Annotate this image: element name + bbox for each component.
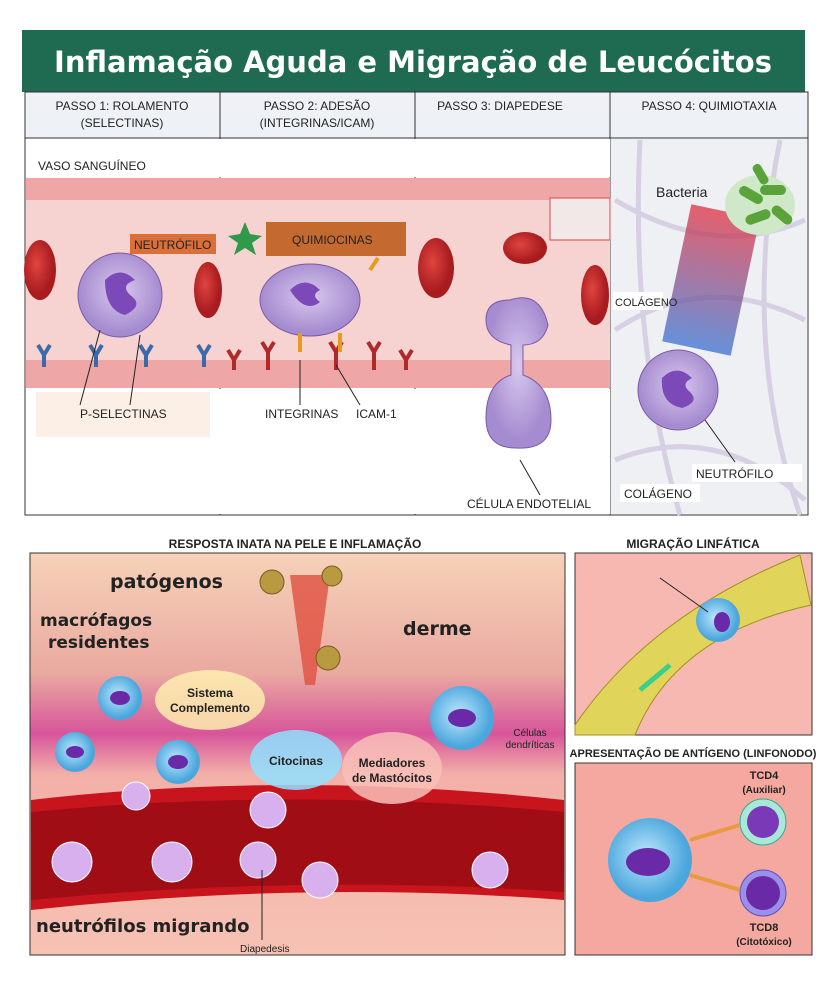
complement-label-1: Sistema <box>187 686 233 700</box>
chemotactic-gradient <box>662 204 760 356</box>
red-blood-cell <box>581 265 609 325</box>
bacteria-halo <box>725 175 795 235</box>
dendritic-cells <box>55 676 494 784</box>
selectin-receptors <box>36 343 212 367</box>
diapedesis-label: Diapedesis <box>240 944 289 955</box>
cytokines-label: Citocinas <box>269 754 323 768</box>
step3-title: PASSO 3: DIAPEDESE <box>437 99 563 113</box>
migration-arrow-icon <box>638 663 672 692</box>
step2-title: PASSO 2: ADESÃO <box>264 99 371 113</box>
dendritic-label-1: Células <box>513 728 546 739</box>
mast-label-2: de Mastócitos <box>352 771 432 785</box>
nucleus <box>105 272 137 315</box>
mast-cell-cloud <box>342 732 442 804</box>
innate-response-title: RESPOSTA INATA NA PELE E INFLAMAÇÃO <box>169 536 422 551</box>
pathogen-icons <box>259 565 343 671</box>
page-title: Inflamação Aguda e Migração de Leucócito… <box>54 45 772 79</box>
icam-label: ICAM-1 <box>356 407 397 421</box>
red-blood-cell <box>503 232 547 264</box>
chemokine-star-icon <box>228 222 262 255</box>
neutrophil-label: NEUTRÓFILO <box>134 237 211 252</box>
red-blood-cell <box>418 238 454 298</box>
dendritic-label-2: dendríticas <box>506 740 555 751</box>
nucleus <box>661 370 694 408</box>
integrins-label: INTEGRINAS <box>265 407 338 421</box>
bacteria-icon <box>739 163 793 225</box>
cytokines-cloud <box>250 730 342 790</box>
red-blood-cell <box>194 262 222 318</box>
collagen-label: COLÁGENO <box>615 296 678 309</box>
lymph-title: MIGRAÇÃO LINFÁTICA <box>626 536 760 551</box>
macrophages-label: macrófagos <box>40 611 152 631</box>
mast-label-1: Mediadores <box>359 756 426 770</box>
collagen-label-2: COLÁGENO <box>624 486 692 501</box>
migrating-neutrophils-label: neutrófilos migrando <box>36 916 249 937</box>
step2-subtitle: (INTEGRINAS/ICAM) <box>260 116 375 130</box>
step4-title: PASSO 4: QUIMIOTAXIA <box>642 99 777 113</box>
tcd4-label: TCD4 <box>750 770 780 782</box>
leukocyte-steps-panel: PASSO 1: ROLAMENTO (SELECTINAS) PASSO 2:… <box>24 91 809 516</box>
complement-cloud <box>155 670 265 730</box>
step1-subtitle: (SELECTINAS) <box>81 116 164 130</box>
macrophages-label-2: residentes <box>48 633 149 653</box>
tcd4-sub: (Auxiliar) <box>742 785 785 796</box>
antigen-presentation-panel: APRESENTAÇÃO DE ANTÍGENO (LINFONODO) TCD… <box>570 747 817 956</box>
vessel-label: VASO SANGUÍNEO <box>38 158 146 173</box>
neutrophils-in-vessel <box>51 781 509 899</box>
step1-title: PASSO 1: ROLAMENTO <box>56 99 189 113</box>
innate-response-panel: RESPOSTA INATA NA PELE E INFLAMAÇÃO pató… <box>29 536 566 956</box>
complement-label-2: Complemento <box>170 701 250 715</box>
nucleus <box>290 282 320 306</box>
title-banner: Inflamação Aguda e Migração de Leucócito… <box>22 30 805 92</box>
icam-receptors <box>226 340 414 370</box>
transmigrating-neutrophil <box>485 297 552 449</box>
lymphatic-migration-panel: MIGRAÇÃO LINFÁTICA <box>574 536 813 736</box>
p-selectins-label: P-SELECTINAS <box>80 407 167 421</box>
tcd8-label: TCD8 <box>750 922 779 934</box>
chemokines-label: QUIMIOCINAS <box>292 233 373 247</box>
neutrophil-label-2: NEUTRÓFILO <box>696 466 773 481</box>
inset-thumbnail <box>549 197 611 241</box>
integrins <box>298 256 380 352</box>
red-blood-cell <box>24 240 56 300</box>
bacteria-label: Bacteria <box>656 184 708 200</box>
dermis-label: derme <box>403 618 472 640</box>
endothelial-label: CÉLULA ENDOTELIAL <box>467 496 591 511</box>
tcd8-sub: (Citotóxico) <box>736 937 792 948</box>
pathogens-label: patógenos <box>110 571 223 593</box>
antigen-title: APRESENTAÇÃO DE ANTÍGENO (LINFONODO) <box>570 747 817 760</box>
wound-site <box>290 575 330 685</box>
